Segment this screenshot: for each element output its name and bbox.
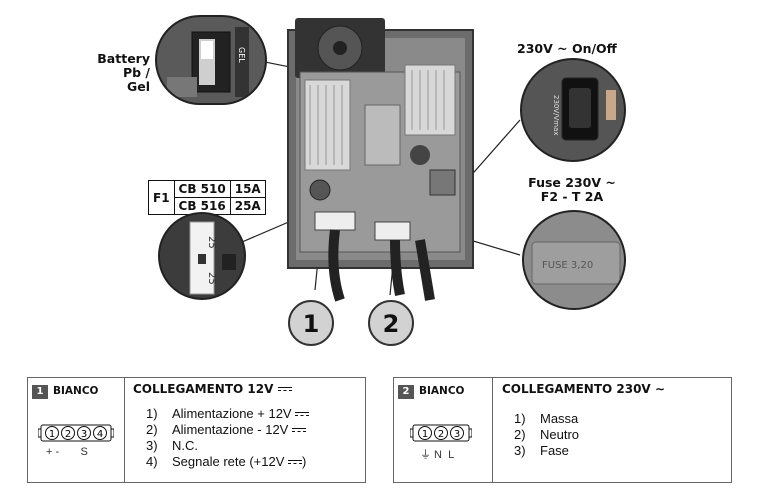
switch-print: 230V/Vmax — [552, 95, 560, 136]
connector-2-title: COLLEGAMENTO 230V ∼ — [502, 382, 665, 396]
connector-2-pin-labels: ⏚ N L — [420, 449, 455, 461]
f1-key: F1 — [148, 180, 175, 215]
device-photo-illustration — [234, 18, 521, 302]
battery-label: Battery Pb / Gel — [96, 52, 150, 94]
connector-1-list: 1)Alimentazione + 12V 2)Alimentazione - … — [146, 406, 310, 470]
fuse-230-zoom: FUSE 3,20 — [522, 210, 626, 310]
c2-pin-1: 1 — [422, 429, 428, 440]
f1-fuse-table: F1 CB 510 15A CB 516 25A — [148, 180, 266, 215]
dc-icon — [295, 411, 310, 418]
f1-model-1: CB 516 — [173, 197, 231, 215]
f1-amps-0: 15A — [229, 180, 266, 198]
fuse-230-line1: Fuse 230V ~ — [528, 175, 616, 190]
connector-1-header: 1 BIANCO — [32, 381, 98, 399]
c2-pin-2: 2 — [438, 429, 444, 440]
c1-pin-2: 2 — [65, 429, 71, 440]
f1-fuse-zoom: 25 25 — [158, 212, 246, 300]
connector-1-panel: 1 BIANCO 1 2 3 4 + - S COLLEGAMENTO 12V 1… — [27, 377, 366, 483]
fuse-print: FUSE 3,20 — [542, 260, 593, 271]
f1-model-0: CB 510 — [173, 180, 231, 198]
switch-label: 230V ~ On/Off — [517, 41, 617, 56]
connector-2-number: 2 — [398, 385, 414, 399]
battery-switch-zoom: GEL — [155, 15, 267, 105]
ac-icon: ∼ — [654, 382, 665, 396]
connector-1-color: BIANCO — [53, 385, 99, 397]
connector-1-title: COLLEGAMENTO 12V — [133, 382, 292, 396]
fuse-230-line2: F2 - T 2A — [540, 189, 604, 204]
c1-pin-3: 3 — [81, 429, 87, 440]
c2-pin-3: 3 — [454, 429, 460, 440]
list-item: 3)N.C. — [146, 438, 198, 453]
connector-1-plug-icon: 1 2 3 4 — [38, 424, 114, 442]
connector-2-header: 2 BIANCO — [398, 381, 464, 399]
list-item: 1)Massa — [514, 411, 579, 426]
f1-amps-1: 25A — [229, 197, 266, 215]
connector-2-color: BIANCO — [419, 385, 465, 397]
list-item: 2)Neutro — [514, 427, 580, 442]
c1-pin-1: 1 — [49, 429, 55, 440]
connector-1-number: 1 — [32, 385, 48, 399]
connector-2-list: 1)Massa 2)Neutro 3)Fase — [514, 411, 579, 459]
battery-switch-zoom-drawing: GEL — [167, 27, 249, 97]
list-item: 1)Alimentazione + 12V — [146, 406, 310, 422]
gel-mark: GEL — [237, 47, 246, 63]
connector-1-badge: 1 — [288, 300, 334, 346]
list-item: 3)Fase — [514, 443, 569, 458]
c1-pin-4: 4 — [97, 429, 103, 440]
dc-icon — [277, 386, 292, 393]
connector-1-left: 1 BIANCO 1 2 3 4 + - S — [28, 378, 125, 482]
connector-2-left: 2 BIANCO 1 2 3 ⏚ N L — [394, 378, 493, 482]
fuse-zoom-bottom-text: 25 — [206, 272, 217, 285]
battery-label-line2: Pb / Gel — [122, 65, 150, 94]
connector-2-plug-icon: 1 2 3 — [410, 424, 472, 442]
battery-label-line1: Battery — [97, 51, 150, 66]
dc-icon — [288, 459, 303, 466]
charger-unit — [287, 18, 474, 302]
switch-zoom: 230V/Vmax — [520, 58, 626, 162]
connector-2-badge: 2 — [368, 300, 414, 346]
connector-2-title-text: COLLEGAMENTO 230V — [502, 382, 651, 396]
dc-icon — [291, 427, 306, 434]
fuse-230-label: Fuse 230V ~ F2 - T 2A — [522, 176, 622, 204]
switch-zoom-drawing: 230V/Vmax — [552, 77, 616, 141]
fuse-zoom-top-text: 25 — [206, 236, 217, 249]
connector-1-title-text: COLLEGAMENTO 12V — [133, 382, 274, 396]
f1-fuse-zoom-drawing: 25 25 — [189, 221, 236, 295]
list-item: 4)Segnale rete (+12V ) — [146, 454, 307, 469]
list-item: 2)Alimentazione - 12V — [146, 422, 309, 438]
fuse-230-zoom-drawing: FUSE 3,20 — [531, 241, 621, 285]
connector-1-pin-labels: + - S — [46, 446, 88, 458]
